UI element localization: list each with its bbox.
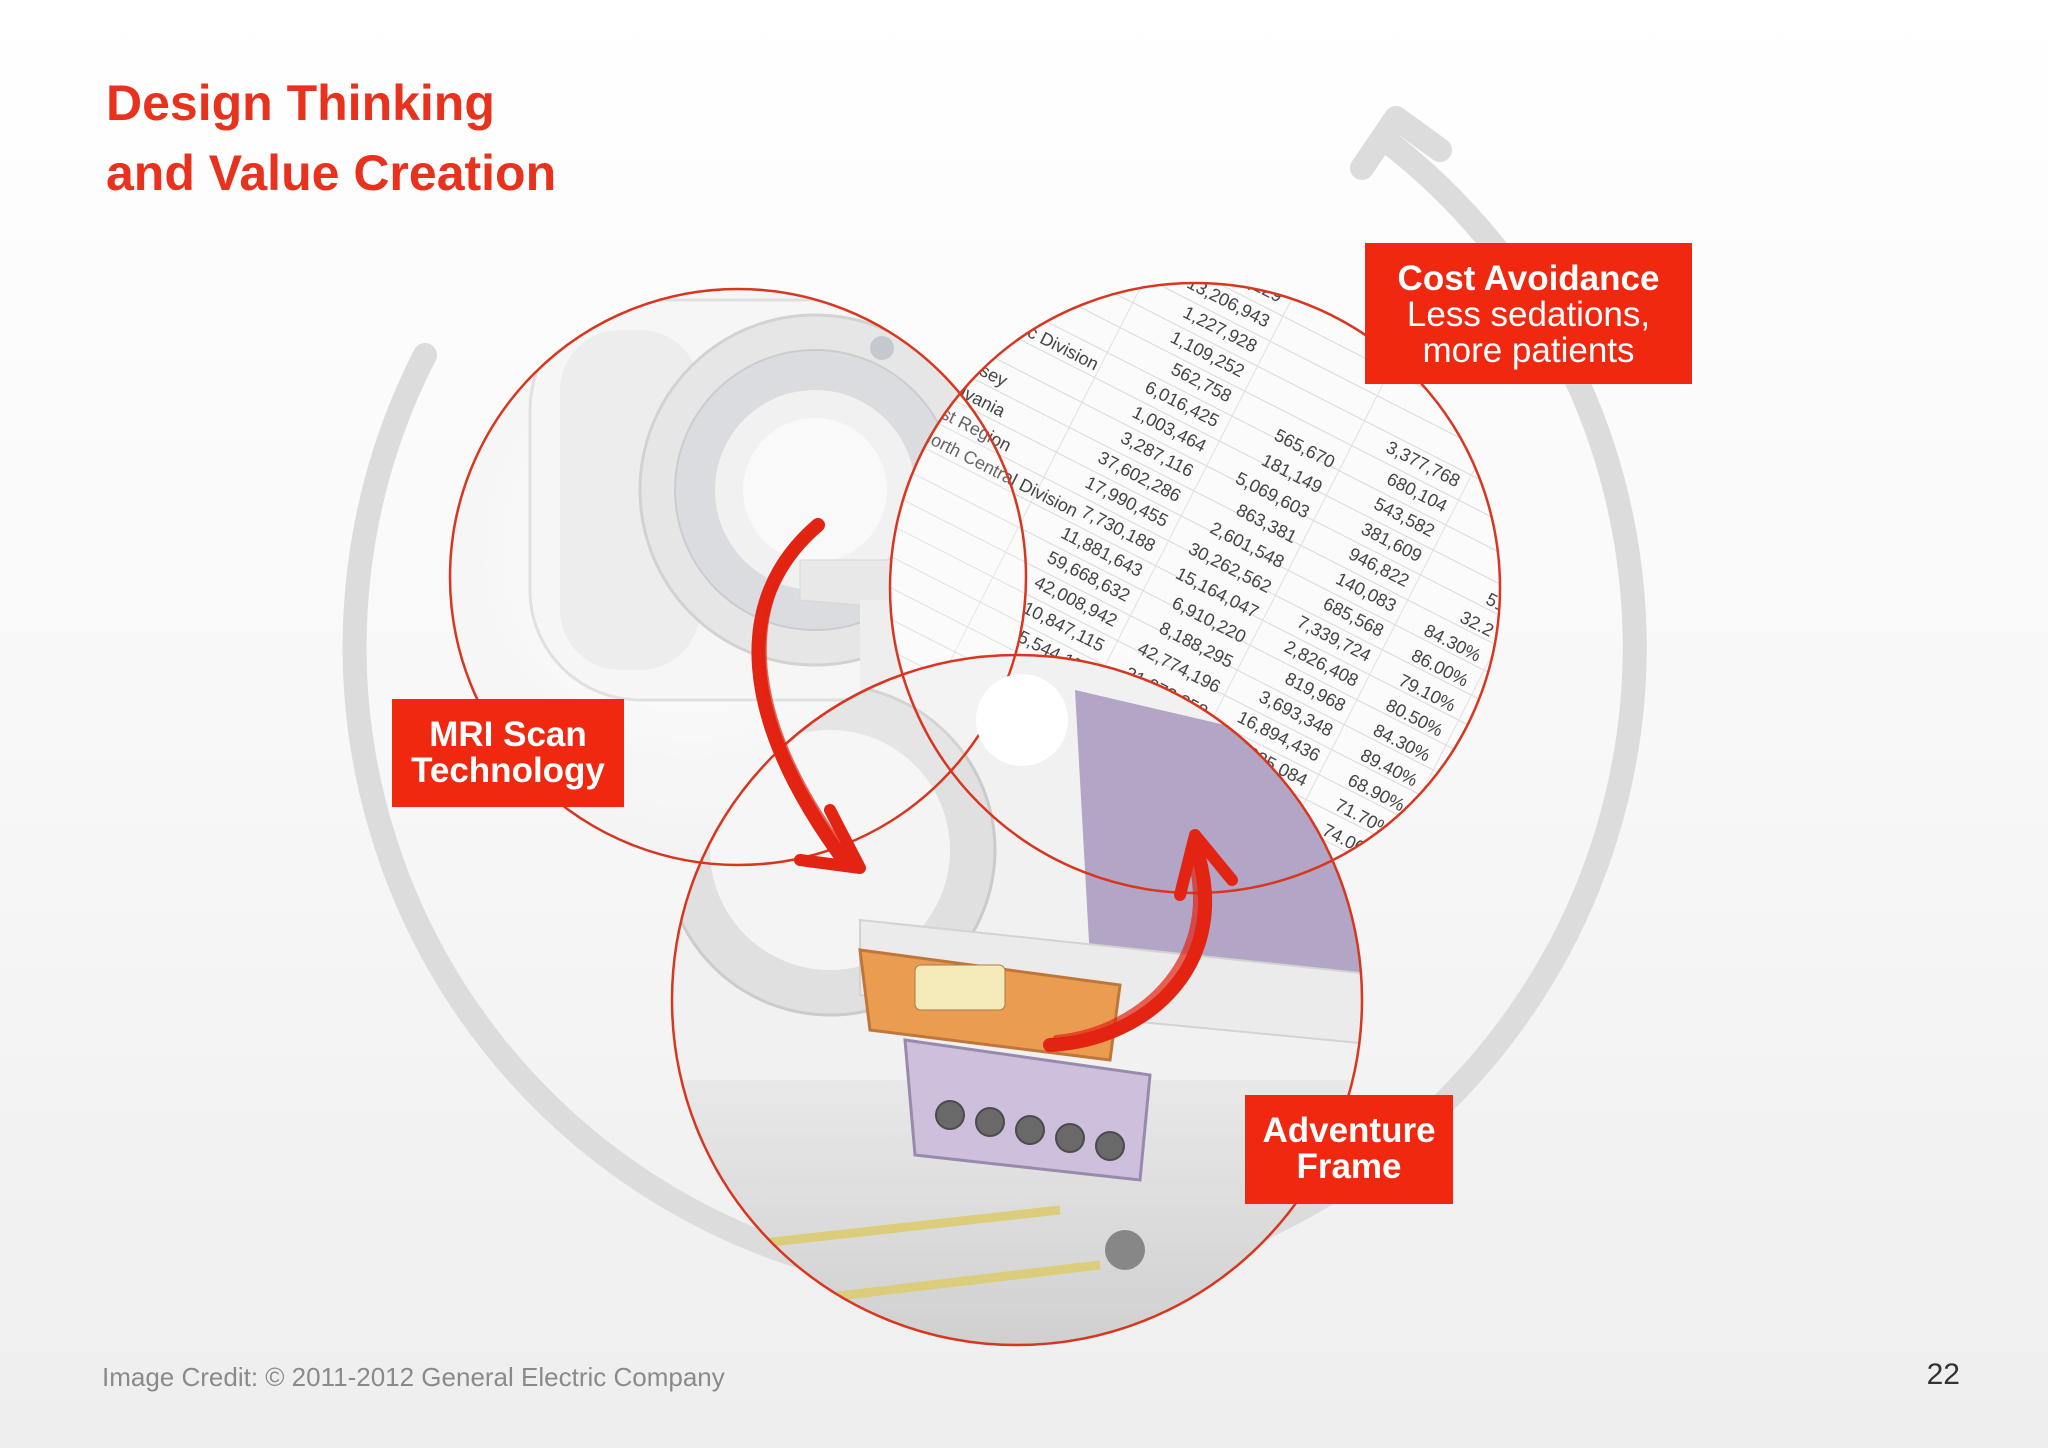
- sheet-row-line: [948, 333, 1500, 653]
- sheet-region-name: sland: [1005, 249, 1052, 286]
- sheet-region-name: ork: [967, 324, 999, 354]
- sheet-row-line: [890, 483, 1496, 803]
- mri-label-line-2: Technology: [411, 751, 605, 790]
- sheet-row-line: [1011, 283, 1500, 528]
- sheet-total-value: 248,709,873: [1200, 218, 1298, 281]
- mri-scanner-image: [450, 289, 1026, 865]
- circle-adventure: [670, 653, 1364, 1347]
- cost-label-line-2: Less sedations,: [1406, 295, 1651, 334]
- label-mri-scan-technology: MRI Scan Technology: [392, 699, 624, 807]
- title-line-2: and Value Creation: [106, 145, 557, 201]
- red-flow-arrows: [751, 518, 1238, 1052]
- title-line-1: Design Thinking: [106, 75, 495, 131]
- sheet-row-line: [973, 283, 1500, 603]
- sheet-row-line: [890, 508, 1484, 828]
- sheet-region-name: cticut: [992, 274, 1039, 311]
- sheet-region-name: on: [1043, 174, 1070, 201]
- sheet-row-line: [909, 408, 1500, 728]
- sheet-col-line: [1315, 411, 1500, 893]
- sheet-row-line: [890, 458, 1500, 778]
- cost-label-line-1: Cost Avoidance: [1397, 259, 1660, 298]
- slide-title: Design Thinking and Value Creation: [106, 68, 806, 208]
- sheet-row-line: [986, 283, 1500, 578]
- sheet-row-line: [922, 383, 1500, 703]
- sheet-region-name: re: [1031, 199, 1054, 224]
- label-cost-avoidance: Cost Avoidance Less sedations, more pati…: [1365, 243, 1692, 384]
- sheet-region-name: usetts: [1018, 224, 1070, 264]
- adventure-label-line-2: Frame: [1296, 1147, 1402, 1186]
- sheet-row-line: [935, 358, 1500, 678]
- sheet-row-line: [1024, 283, 1500, 503]
- sheet-row-line: [897, 433, 1500, 753]
- adventure-label-line-1: Adventure: [1262, 1111, 1436, 1150]
- cost-label-line-3: more patients: [1422, 331, 1635, 370]
- image-credit: Image Credit: © 2011-2012 General Electr…: [102, 1362, 725, 1392]
- page-number: 22: [1926, 1358, 1960, 1391]
- center-dot: [976, 674, 1068, 766]
- mri-label-line-1: MRI Scan: [429, 715, 587, 754]
- label-adventure-frame: Adventure Frame: [1245, 1095, 1453, 1204]
- circle-mri: [448, 287, 1028, 867]
- adventure-frame-image: [672, 655, 1362, 1345]
- sheet-row-line: [960, 308, 1500, 628]
